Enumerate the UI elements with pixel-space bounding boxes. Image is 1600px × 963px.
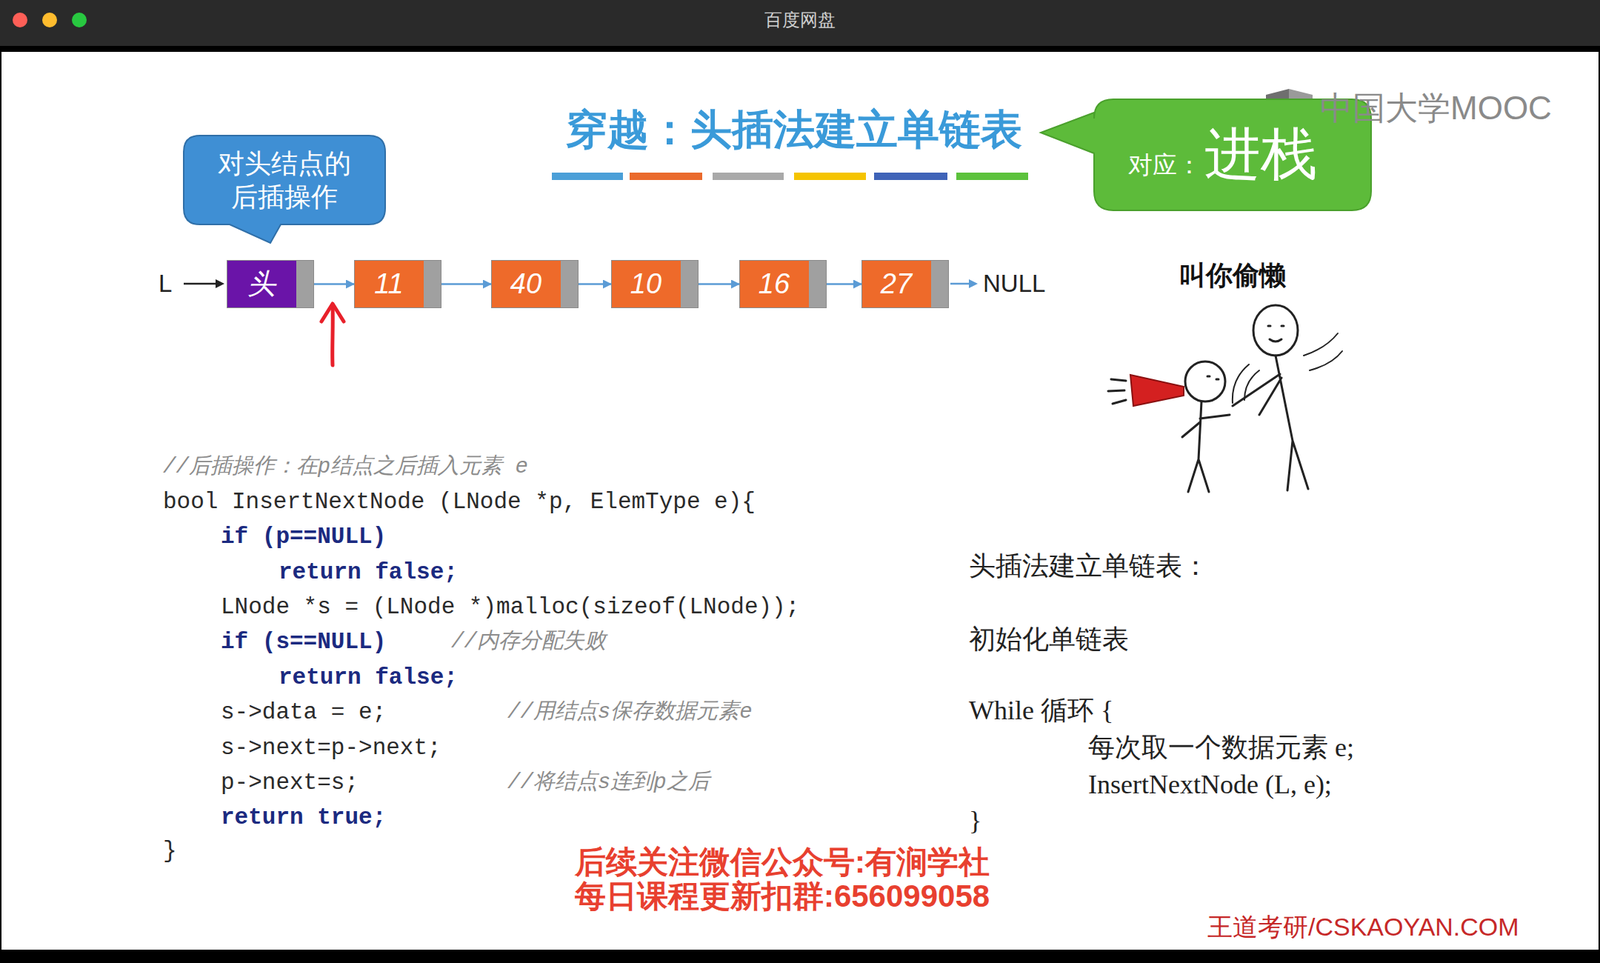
pseudo-code: 初始化单链表 bbox=[968, 623, 1129, 656]
list-node: 27 bbox=[861, 260, 949, 309]
list-node: 11 bbox=[354, 260, 442, 309]
node-value: 11 bbox=[374, 268, 403, 300]
node-value: 10 bbox=[630, 268, 662, 300]
meme-caption: 叫你偷懒 bbox=[1179, 259, 1286, 292]
color-bar bbox=[629, 172, 703, 180]
window-title: 百度网盘 bbox=[764, 9, 836, 32]
pseudo-code: 头插法建立单链表： bbox=[968, 550, 1209, 583]
callout-prefix: 对应： bbox=[1128, 148, 1202, 183]
code-line: return true; bbox=[220, 803, 386, 832]
list-link-arrow bbox=[578, 282, 612, 286]
list-node: 16 bbox=[739, 260, 827, 309]
slide-title: 穿越：头插法建立单链表 bbox=[565, 104, 1023, 155]
code-comment: //后插操作：在p结点之后插入元素 e bbox=[162, 454, 529, 481]
color-bar bbox=[712, 172, 784, 180]
callout-row: 对应：进栈 bbox=[1128, 117, 1318, 194]
list-node: 10 bbox=[611, 260, 699, 309]
code-line: if (s==NULL) bbox=[220, 628, 386, 656]
callout-text: 对头结点的 后插操作 bbox=[198, 146, 371, 214]
head-pointer-name: L bbox=[158, 268, 172, 299]
callout-text: 进栈 bbox=[1204, 117, 1318, 194]
list-link-arrow bbox=[826, 282, 862, 286]
code-line: s->data = e; bbox=[220, 698, 386, 726]
close-dot bbox=[12, 12, 28, 28]
red-marker-arrow bbox=[321, 303, 344, 366]
code-comment: //内存分配失败 bbox=[451, 629, 606, 656]
pseudo-code: } bbox=[968, 805, 982, 838]
watermark: 后续关注微信公众号:有涧学社 bbox=[574, 843, 990, 881]
null-end: NULL bbox=[982, 268, 1046, 299]
color-bar bbox=[956, 172, 1029, 180]
node-value: 40 bbox=[510, 268, 542, 300]
list-link-arrow bbox=[314, 282, 355, 286]
color-bar bbox=[551, 172, 623, 180]
zoom-dot bbox=[71, 12, 87, 28]
list-link-arrow bbox=[441, 282, 492, 286]
list-link-arrow bbox=[698, 282, 740, 286]
code-comment: //用结点s保存数据元素e bbox=[507, 700, 753, 726]
color-bar bbox=[874, 172, 948, 180]
pointer-arrows bbox=[183, 279, 225, 289]
node-value: 16 bbox=[758, 268, 790, 300]
code-line: return false; bbox=[278, 663, 458, 692]
list-node: 40 bbox=[491, 260, 579, 309]
code-line: bool InsertNextNode (LNode *p, ElemType … bbox=[162, 488, 756, 516]
code-line: s->next=p->next; bbox=[220, 734, 442, 762]
node-value: 头 bbox=[247, 265, 276, 303]
node-value: 27 bbox=[880, 268, 912, 300]
pseudo-code: InsertNextNode (L, e); bbox=[1088, 768, 1332, 801]
code-line: } bbox=[162, 837, 178, 865]
watermark: 每日课程更新扣群:656099058 bbox=[574, 877, 990, 915]
logo-text: 中国大学MOOC bbox=[1320, 88, 1552, 129]
list-node: 头 bbox=[226, 260, 315, 309]
code-comment: //将结点s连到p之后 bbox=[507, 770, 710, 797]
callout-outline bbox=[183, 135, 386, 243]
code-line: p->next=s; bbox=[220, 768, 359, 797]
minimize-dot bbox=[42, 12, 58, 28]
callout-content: 对头结点的 后插操作 bbox=[183, 135, 386, 225]
callout-box: 对头结点的 后插操作 bbox=[183, 135, 386, 225]
code-line: if (p==NULL) bbox=[220, 522, 386, 551]
color-bar bbox=[794, 172, 866, 180]
site-credit: 王道考研/CSKAOYAN.COM bbox=[1207, 911, 1520, 943]
stick-figures bbox=[1108, 305, 1343, 492]
pseudo-code: While 循环 { bbox=[968, 694, 1114, 727]
null-arrow bbox=[950, 279, 978, 289]
pseudo-code: 每次取一个数据元素 e; bbox=[1088, 731, 1355, 764]
code-line: LNode *s = (LNode *)malloc(sizeof(LNode)… bbox=[220, 593, 800, 621]
code-line: return false; bbox=[278, 558, 458, 586]
